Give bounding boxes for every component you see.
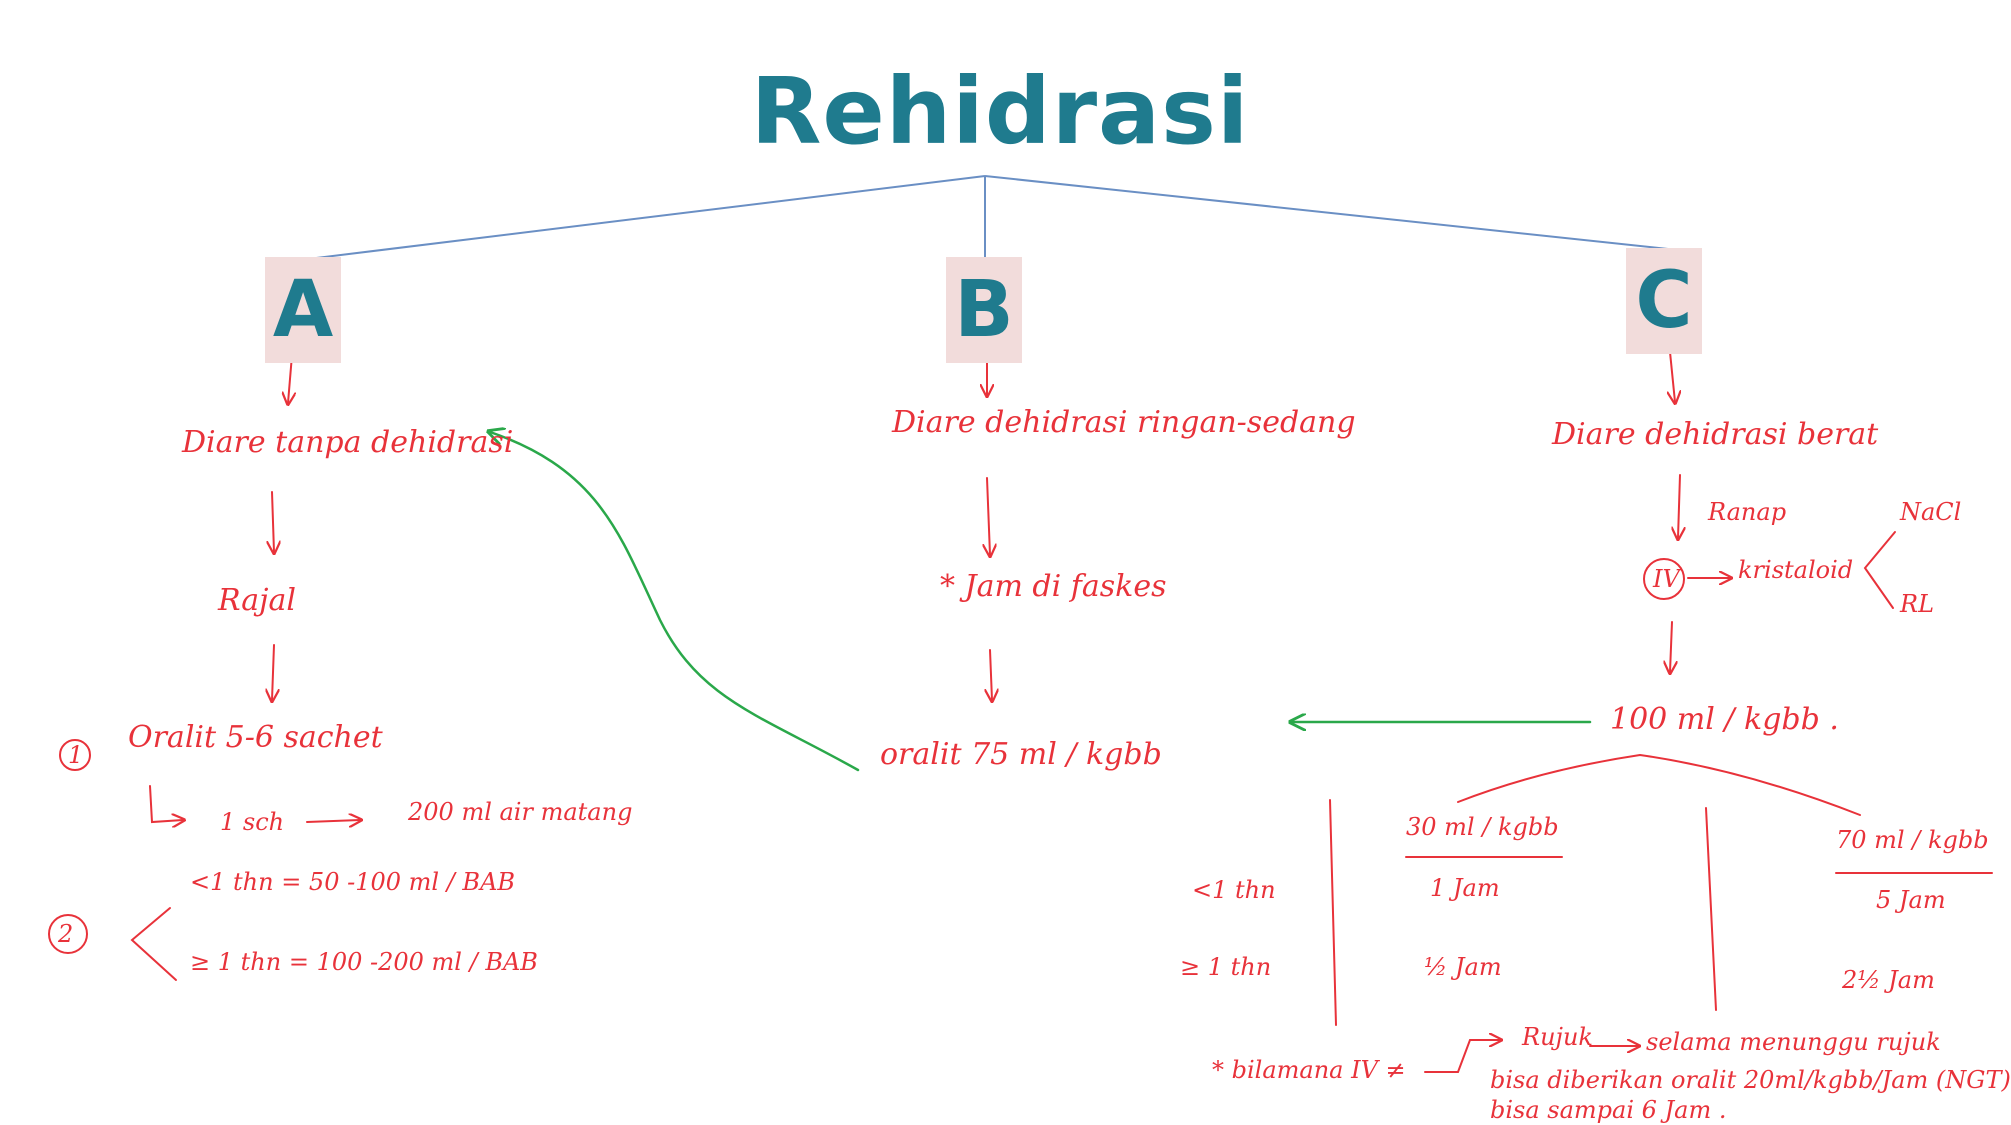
- page-title: Rehidrasi: [750, 58, 1250, 165]
- divider-c-right: [1705, 807, 1717, 1011]
- a-item1-number: 1: [68, 741, 84, 769]
- c-under-1-phase1: 1 Jam: [1430, 874, 1500, 902]
- c-iv: IV: [1653, 565, 1680, 593]
- arrow-a-sub-hook: [149, 785, 183, 822]
- a-rajal: Rajal: [218, 583, 296, 618]
- a-item1: Oralit 5-6 sachet: [128, 720, 383, 755]
- branch-c-box: C: [1626, 248, 1702, 354]
- branch-a-box: A: [265, 257, 341, 363]
- b-jam-faskes: * Jam di faskes: [940, 569, 1167, 604]
- c-phase1-rate: 30 ml / kgbb: [1406, 813, 1559, 841]
- a-item1-sub-value: 200 ml air matang: [408, 798, 633, 826]
- bracket-a-item2: [130, 907, 177, 981]
- c-phase2-rate: 70 ml / kgbb: [1836, 826, 1989, 854]
- tree-lines: [299, 175, 1669, 261]
- arrow-b-oralit: [990, 649, 992, 700]
- c-age-under-1: <1 thn: [1192, 876, 1276, 904]
- c-under-1-phase2: 5 Jam: [1876, 886, 1946, 914]
- c-note-while-waiting: selama menunggu rujuk: [1646, 1028, 1941, 1056]
- b-oralit: oralit 75 ml / kgbb: [880, 737, 1162, 772]
- circle-c-iv: [1643, 558, 1685, 600]
- arrow-c-ranap: [1678, 474, 1680, 538]
- split-c-dose: [1457, 753, 1861, 816]
- a-condition: Diare tanpa dehidrasi: [182, 425, 514, 460]
- c-ranap: Ranap: [1708, 498, 1787, 526]
- a-item2-number: 2: [58, 920, 74, 948]
- c-over-1-phase2: 2½ Jam: [1842, 966, 1935, 994]
- c-condition: Diare dehidrasi berat: [1552, 417, 1879, 452]
- c-kristaloid: kristaloid: [1738, 556, 1854, 584]
- c-rl: RL: [1900, 590, 1935, 618]
- bracket-c-fluids: [1863, 531, 1896, 609]
- c-note-if-no-iv: * bilamana IV ≠: [1212, 1056, 1406, 1084]
- c-note-oralit: bisa diberikan oralit 20ml/kgbb/Jam (NGT…: [1490, 1066, 2011, 1094]
- a-item2-over-1: ≥ 1 thn = 100 -200 ml / BAB: [190, 948, 538, 976]
- arrow-a-condition: [288, 354, 292, 403]
- arrow-c-condition: [1670, 351, 1675, 402]
- c-note-rujuk: Rujuk: [1522, 1023, 1593, 1051]
- arrow-a-oralit: [272, 644, 274, 700]
- arrow-c-rujuk: [1424, 1040, 1500, 1073]
- b-condition: Diare dehidrasi ringan-sedang: [892, 405, 1356, 440]
- c-age-over-1: ≥ 1 thn: [1180, 953, 1272, 981]
- c-dose: 100 ml / kgbb .: [1610, 702, 1839, 737]
- green-arrow-b-to-a: [490, 432, 860, 772]
- c-nacl: NaCl: [1900, 498, 1962, 526]
- circle-a-item1: [59, 739, 91, 771]
- branch-b-box: B: [946, 257, 1022, 363]
- arrow-a-sub-value: [306, 820, 360, 822]
- circle-a-item2: [48, 914, 88, 954]
- c-over-1-phase1: ½ Jam: [1424, 953, 1502, 981]
- arrow-c-dose: [1670, 621, 1672, 672]
- arrow-b-jam: [987, 477, 990, 555]
- a-item1-sub: 1 sch: [220, 808, 285, 836]
- c-note-duration: bisa sampai 6 Jam .: [1490, 1096, 1727, 1124]
- a-item2-under-1: <1 thn = 50 -100 ml / BAB: [190, 868, 516, 896]
- divider-c-left: [1329, 799, 1337, 1026]
- arrow-a-rajal: [272, 491, 274, 552]
